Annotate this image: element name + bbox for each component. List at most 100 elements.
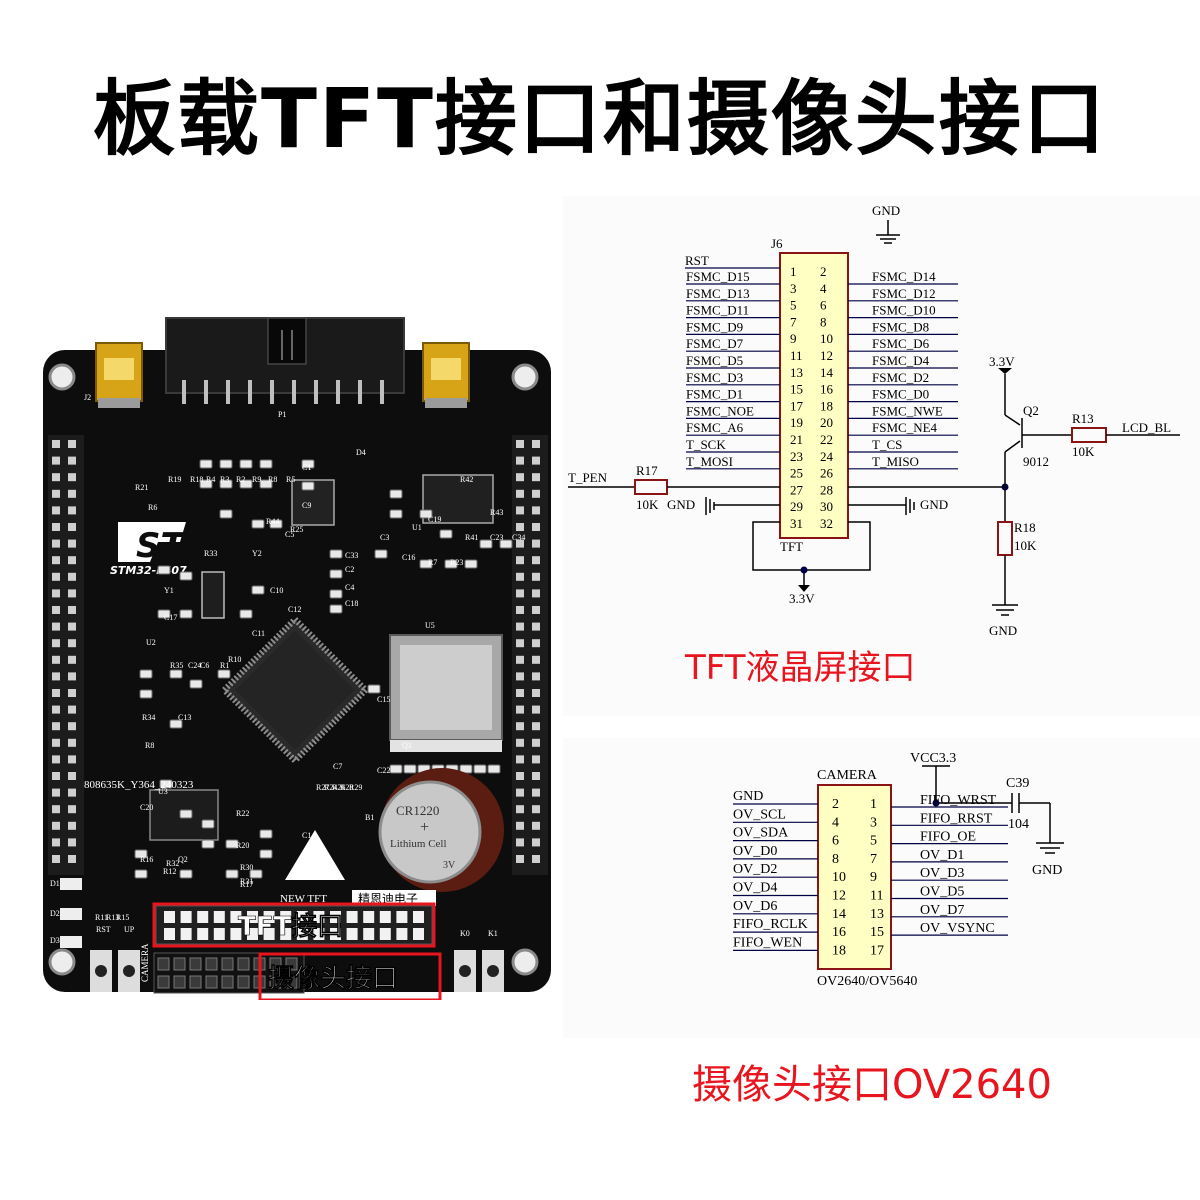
battery-text: CR1220 (396, 803, 439, 818)
camera-net-label-left: OV_D4 (733, 881, 777, 896)
silk-label: D3 (50, 936, 60, 945)
new-tft-label: NEW TFT (280, 893, 327, 905)
rst-signal: RST (685, 253, 709, 268)
j6-pin-number: 31 (790, 516, 803, 531)
tft-net-label-right: FSMC_D10 (872, 303, 936, 318)
button-rst[interactable] (90, 950, 112, 992)
tft-overlay-label: TFT接口 (238, 912, 343, 942)
camera-pin-number: 8 (832, 852, 839, 867)
r18-resistor (997, 521, 1013, 556)
silk-label: C9 (302, 501, 311, 510)
button-k0[interactable] (454, 950, 476, 992)
r13-val: 10K (1072, 444, 1095, 459)
tft-net-label-left: FSMC_D15 (686, 269, 750, 284)
tft-net-label-left: FSMC_D13 (686, 286, 750, 301)
tft-net-label-left: T_MOSI (686, 454, 733, 469)
silk-label: R32 (166, 859, 179, 868)
silk-label: U2 (146, 638, 156, 647)
camera-pin-number: 15 (870, 925, 884, 940)
silk-label: C1 (302, 463, 311, 472)
silk-label: C5 (285, 530, 294, 539)
silk-label: C3 (380, 533, 389, 542)
r17-val: 10K (636, 497, 659, 512)
j6-name: TFT (780, 539, 803, 554)
j6-pin-number: 8 (820, 314, 827, 329)
tft-net-label-right: FSMC_D12 (872, 286, 936, 301)
tft-net-label-right: FSMC_D6 (872, 336, 930, 351)
camera-net-label-right: FIFO_RRST (920, 811, 993, 826)
j6-pin-number: 23 (790, 449, 803, 464)
j6-pin-number: 1 (790, 264, 797, 279)
q2-part: 9012 (1023, 454, 1049, 469)
silk-label: C2 (345, 565, 354, 574)
silk-label: U1 (412, 523, 422, 532)
silk-label: R12 (163, 867, 176, 876)
silk-label: B1 (365, 813, 374, 822)
camera-net-label-left: OV_D2 (733, 862, 777, 877)
battery-3v: 3V (443, 860, 456, 871)
gnd-right-label: GND (920, 497, 948, 512)
camera-pin-number: 14 (832, 907, 846, 922)
battery-text2: Lithium Cell (390, 838, 447, 850)
silk-label: C6 (200, 661, 209, 670)
silk-label: D1 (50, 879, 60, 888)
camera-overlay-label: 摄像头接口 (268, 964, 398, 994)
silk-label: R17 (240, 880, 253, 889)
silk-label: C10 (270, 586, 283, 595)
silk-label: C24 (188, 661, 201, 670)
silk-label: R8 (145, 741, 154, 750)
silk-label: R9 (252, 475, 261, 484)
camera-pin-number: 3 (870, 815, 877, 830)
camera-pin-number: 9 (870, 870, 877, 885)
tft-net-label-left: FSMC_NOE (686, 403, 754, 418)
silk-label: R16 (140, 855, 153, 864)
tft-net-label-left: FSMC_D9 (686, 319, 743, 334)
regulator-u1 (291, 479, 335, 526)
camera-pin-number: 7 (870, 852, 877, 867)
silk-label: R8 (268, 475, 277, 484)
camera-net-label-right: FIFO_OE (920, 830, 976, 845)
camera-pin-number: 6 (832, 834, 839, 849)
j6-pin-number: 11 (790, 348, 803, 363)
jtag-header-p1 (165, 317, 405, 404)
camera-pin-number: 4 (832, 815, 839, 830)
tft-net-label-right: FSMC_D8 (872, 319, 929, 334)
camera-schematic-panel: CAMERA OV2640/OV5640 VCC3.3 C39 104 GND … (563, 738, 1200, 1038)
silk-label: R41 (465, 533, 478, 542)
silk-label: D4 (356, 448, 366, 457)
camera-pin-number: 5 (870, 834, 877, 849)
j6-pin-number: 10 (820, 331, 833, 346)
usb-connector-right (422, 342, 470, 408)
button-up[interactable] (118, 950, 140, 992)
tft-net-label-right: FSMC_D4 (872, 353, 930, 368)
camera-gnd-label: GND (1032, 863, 1062, 878)
tft-net-label-left: FSMC_D3 (686, 370, 743, 385)
camera-schematic: CAMERA OV2640/OV5640 VCC3.3 C39 104 GND … (733, 751, 1064, 989)
j6-pin-number: 5 (790, 298, 797, 313)
tft-net-label-right: T_MISO (872, 454, 919, 469)
camera-connector-name: CAMERA (817, 768, 878, 783)
silk-label: R19 (168, 475, 181, 484)
button-k1[interactable] (482, 950, 504, 992)
camera-side-label: CAMERA (140, 943, 150, 982)
camera-pin-number: 13 (870, 907, 884, 922)
tft-net-label-right: FSMC_D2 (872, 370, 929, 385)
silk-label: C11 (252, 629, 265, 638)
svg-text:ST: ST (136, 526, 186, 566)
silk-label: R43 (490, 508, 503, 517)
camera-pin-number: 11 (870, 889, 883, 904)
silk-label: R35 (170, 661, 183, 670)
j6-pin-number: 20 (820, 415, 833, 430)
silk-label: Y2 (252, 549, 262, 558)
gnd-r18-label: GND (989, 623, 1017, 638)
silk-label: C17 (164, 613, 177, 622)
camera-header (153, 952, 305, 994)
silk-label: C7 (333, 762, 342, 771)
silk-label: C34 (512, 533, 525, 542)
camera-net-label-left: OV_SDA (733, 826, 789, 841)
silk-label: R11 (95, 913, 108, 922)
camera-net-label-right: OV_D7 (920, 903, 964, 918)
j6-pin-number: 9 (790, 331, 797, 346)
